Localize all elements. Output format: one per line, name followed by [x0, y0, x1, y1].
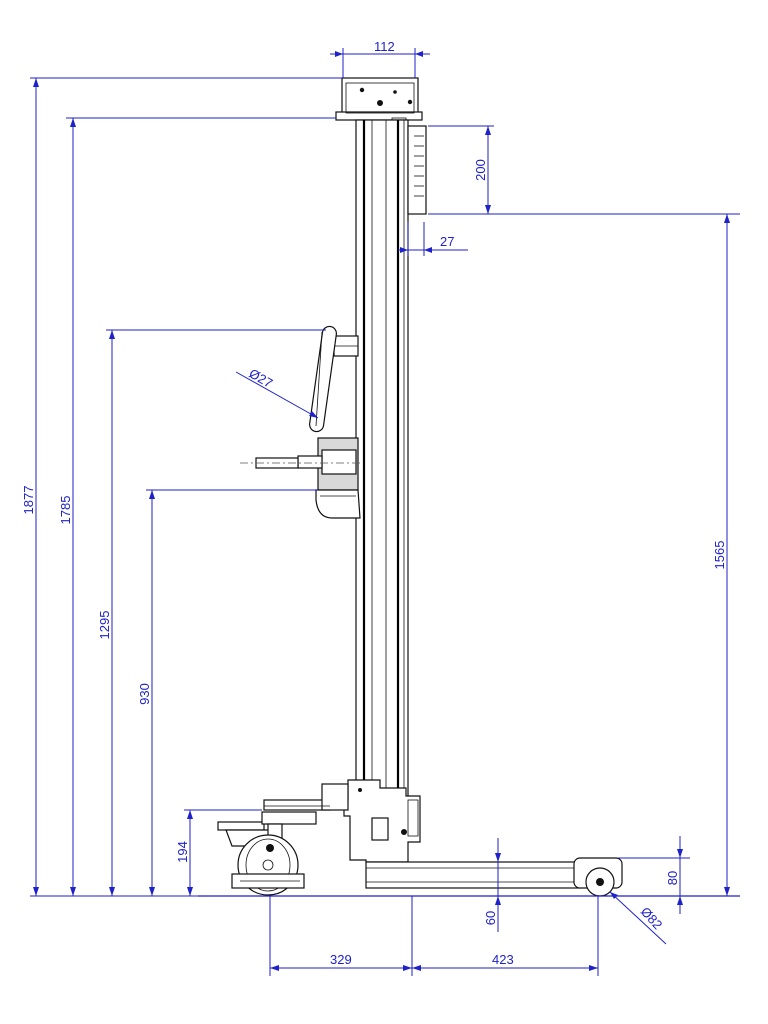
dim-ground-clearance: 60: [483, 838, 501, 932]
column-bracket: [407, 125, 427, 215]
column: [355, 119, 409, 841]
top-head: [335, 77, 423, 129]
carriage: [240, 437, 362, 519]
dim-column-height: 1785: [58, 117, 336, 896]
dim-overall-height-label: 1877: [21, 486, 36, 515]
dim-caster-height-label: 194: [175, 841, 190, 863]
base-housing: [343, 779, 421, 863]
dim-rear-length-label: 329: [330, 952, 352, 967]
dim-caster-height: 194: [175, 809, 262, 896]
dim-bottom-lengths: 329 423: [269, 896, 599, 976]
dim-overall-height: 1877: [21, 77, 342, 897]
dim-handle-height: 1295: [97, 329, 326, 896]
step-plate: [263, 783, 349, 811]
dim-column-offset: 27: [398, 222, 468, 256]
dim-bracket-top-height: 1565: [712, 214, 730, 896]
dim-base-height-label: 80: [665, 871, 680, 885]
dim-column-offset-label: 27: [440, 234, 454, 249]
dim-top-width-label: 112: [374, 39, 395, 54]
rear-caster: [217, 811, 317, 896]
dim-column-height-label: 1785: [58, 496, 73, 525]
dim-handle-diameter: Ø27: [235, 366, 319, 419]
front-wheel: [573, 857, 623, 897]
dim-top-width: 112: [330, 39, 430, 78]
dim-platform-height-label: 930: [137, 683, 152, 705]
dim-bracket-top-height-label: 1565: [712, 541, 727, 570]
dim-base-height: 80: [618, 836, 690, 914]
dim-ground-clearance-label: 60: [483, 911, 498, 925]
dim-bracket-height-label: 200: [473, 159, 488, 181]
handle: [308, 325, 359, 433]
dim-handle-height-label: 1295: [97, 611, 112, 640]
dim-front-wheel-diameter: Ø82: [609, 891, 667, 945]
lifter-machine: [198, 77, 740, 897]
dim-front-wheel-diameter-label: Ø82: [638, 904, 666, 932]
dim-platform-height: 930: [137, 489, 318, 896]
dim-bracket-height: 200: [428, 125, 740, 215]
dim-handle-diameter-label: Ø27: [247, 366, 276, 391]
dim-front-length-label: 423: [492, 952, 514, 967]
base-rail: [365, 861, 581, 889]
